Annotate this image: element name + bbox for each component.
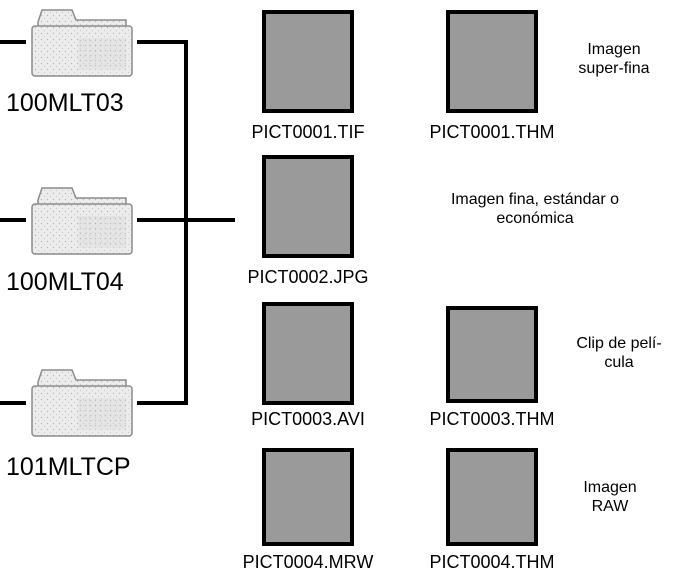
folder-label-100mlt03: 100MLT03	[6, 89, 124, 117]
description-line: RAW	[591, 498, 629, 515]
file-thumbnail-pict0001-tif[interactable]	[262, 10, 354, 113]
folder-icon-graphic	[31, 9, 133, 77]
folder-icon-graphic	[31, 369, 133, 437]
folder-label-101mltcp: 101MLTCP	[6, 453, 131, 481]
file-thumbnail-pict0004-thm[interactable]	[446, 448, 538, 546]
description-imagen-super-fina: Imagen super-fina	[550, 40, 678, 78]
description-line: Imagen	[587, 41, 641, 58]
description-imagen-raw: Imagen RAW	[560, 478, 660, 516]
description-line: económica	[496, 210, 574, 227]
file-label-pict0003-avi: PICT0003.AVI	[251, 409, 365, 429]
connector-vertical-line	[184, 40, 188, 405]
file-thumbnail-pict0002-jpg[interactable]	[262, 155, 354, 258]
file-label-pict0001-thm: PICT0001.THM	[429, 122, 555, 142]
file-label-pict0001-tif: PICT0001.TIF	[251, 122, 365, 142]
file-label-pict0004-thm: PICT0004.THM	[429, 552, 555, 572]
folder-icon[interactable]	[28, 368, 136, 438]
folder-label-100mlt04: 100MLT04	[6, 268, 124, 296]
description-line: Clip de pelí-	[576, 335, 662, 352]
file-label-pict0003-thm: PICT0003.THM	[429, 409, 555, 429]
description-clip-de-pelicula: Clip de pelí- cula	[560, 334, 678, 372]
file-label-pict0002-jpg: PICT0002.JPG	[247, 267, 369, 287]
description-line: Imagen fina, estándar o	[450, 191, 620, 208]
file-thumbnail-pict0003-avi[interactable]	[262, 302, 354, 405]
folder-icon[interactable]	[28, 186, 136, 256]
description-line: cula	[604, 354, 634, 371]
folder-icon[interactable]	[28, 8, 136, 78]
folder-icon-graphic	[31, 187, 133, 255]
connector-line	[137, 401, 188, 405]
connector-line	[0, 401, 26, 405]
file-thumbnail-pict0004-mrw[interactable]	[262, 448, 354, 546]
description-line: super-fina	[578, 60, 650, 77]
file-thumbnail-pict0003-thm[interactable]	[446, 306, 538, 403]
file-thumbnail-pict0001-thm[interactable]	[446, 10, 538, 113]
file-label-pict0004-mrw: PICT0004.MRW	[242, 552, 374, 572]
connector-line	[0, 40, 26, 44]
description-line: Imagen	[583, 479, 637, 496]
description-imagen-fina: Imagen fina, estándar o económica	[400, 190, 670, 228]
connector-line	[0, 218, 26, 222]
connector-line	[137, 40, 188, 44]
